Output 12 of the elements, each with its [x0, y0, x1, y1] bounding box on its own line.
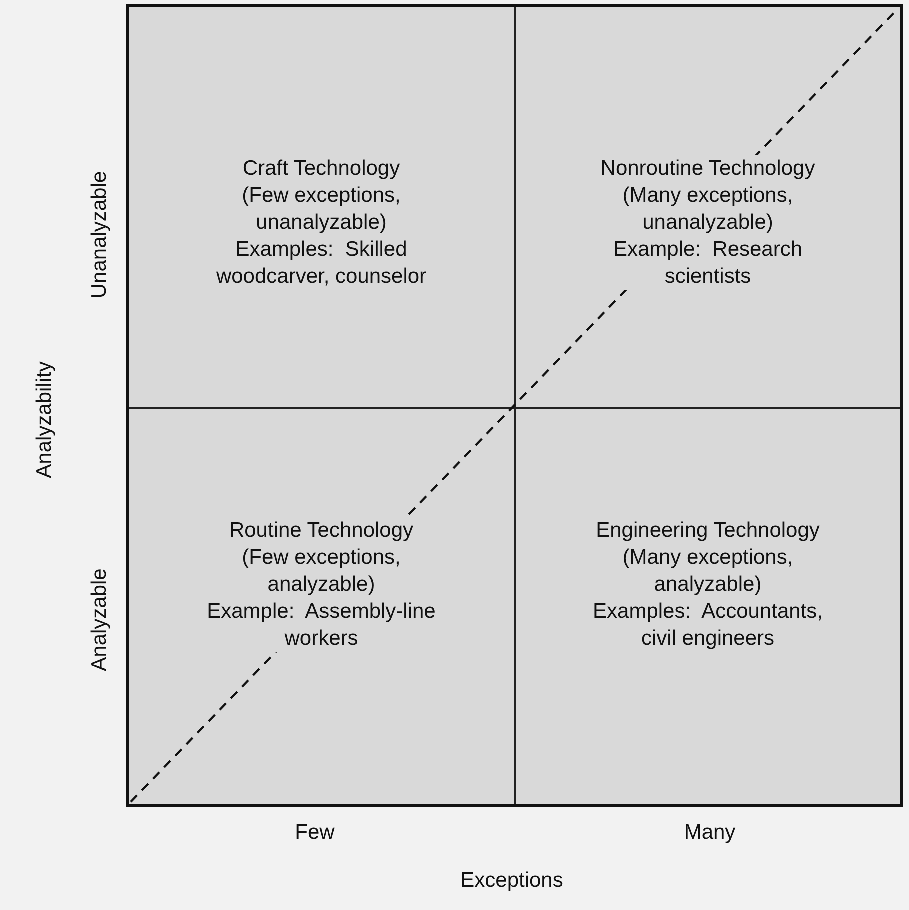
- axis-title: Exceptions: [460, 869, 564, 893]
- axis-value-label: Many: [684, 821, 736, 845]
- quadrant-panel: [516, 409, 900, 804]
- quadrant-panel: [129, 7, 514, 407]
- quadrant-panel: [516, 7, 900, 407]
- quadrant-title: Nonroutine Technology: [600, 155, 816, 182]
- axis-value-label: Few: [295, 821, 335, 845]
- axis-value-label: Unanalyzable: [88, 171, 112, 299]
- axis-title: Analyzability: [33, 362, 57, 478]
- axis-value-label: Analyzable: [88, 568, 112, 672]
- quadrant-panel: [129, 409, 514, 804]
- quadrant-title: Routine Technology: [229, 517, 414, 544]
